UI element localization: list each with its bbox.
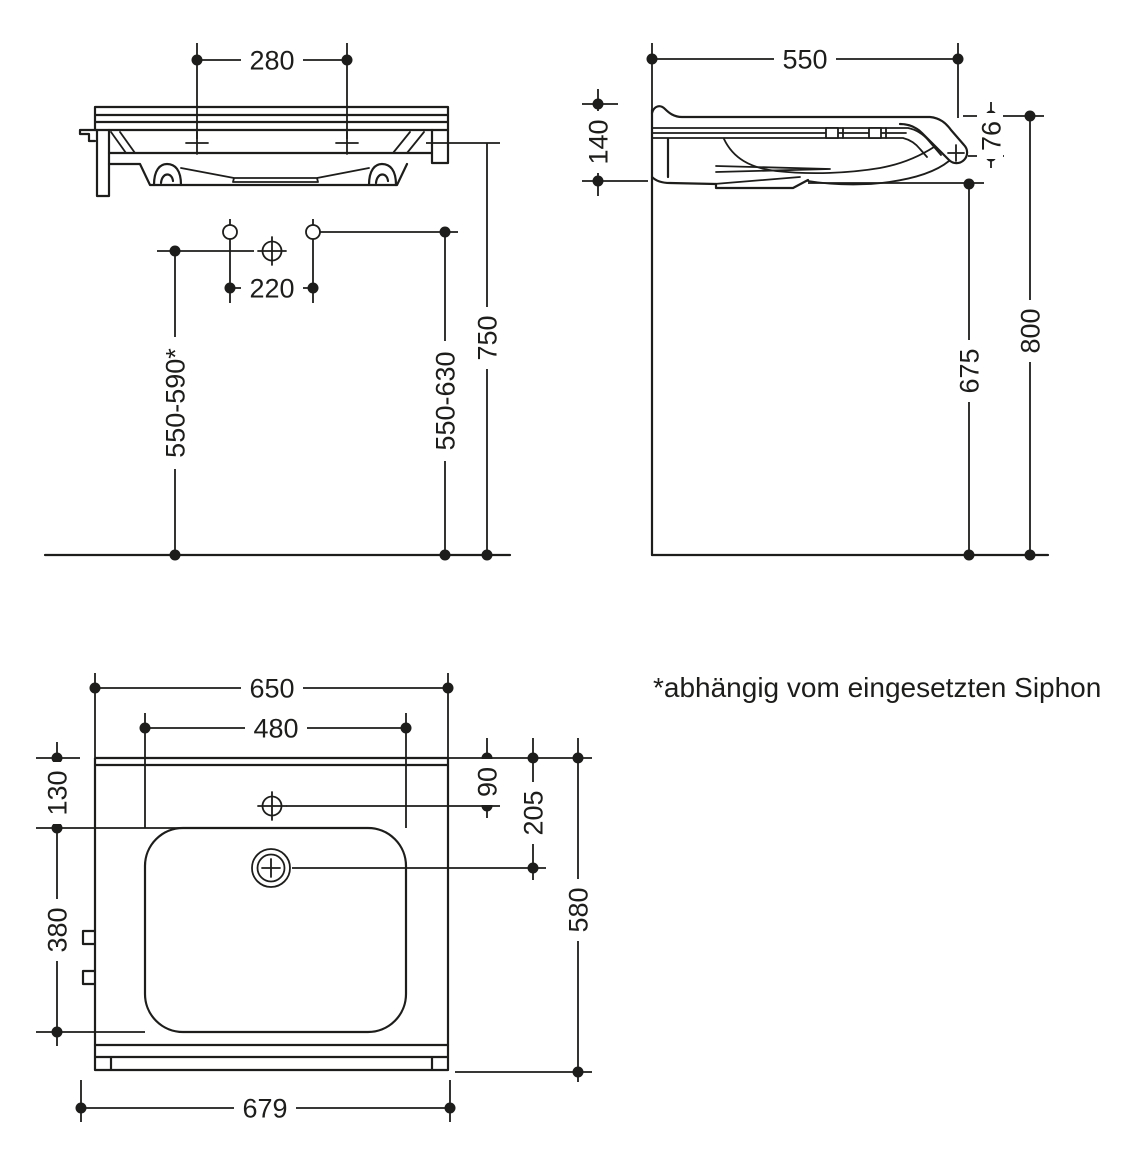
dim-label-280: 280 bbox=[249, 45, 294, 75]
plan-view-dimensions: 650 480 130 380 90 205 580 679 bbox=[36, 673, 593, 1123]
side-top-profile bbox=[650, 105, 969, 165]
dim-label-800: 800 bbox=[1015, 308, 1045, 353]
dim-label-220: 220 bbox=[249, 273, 294, 303]
front-left-arm bbox=[95, 128, 111, 198]
dim-label-550-590: 550-590* bbox=[160, 348, 190, 458]
front-underside-curves bbox=[180, 167, 370, 183]
plan-front-rail bbox=[93, 1043, 450, 1072]
dim-label-679: 679 bbox=[242, 1093, 287, 1123]
plan-view bbox=[81, 756, 450, 1072]
front-view bbox=[78, 105, 450, 198]
front-foot-left bbox=[152, 162, 183, 187]
side-rim-notch-2 bbox=[868, 127, 882, 139]
front-underside bbox=[107, 162, 409, 187]
front-right-arm bbox=[430, 128, 450, 165]
side-rim-notch-1 bbox=[825, 127, 839, 139]
dim-label-550: 550 bbox=[782, 44, 827, 74]
dim-label-205: 205 bbox=[518, 790, 548, 835]
side-wall-bracket bbox=[650, 137, 718, 186]
side-bowl-curve bbox=[723, 138, 935, 175]
dim-label-675: 675 bbox=[954, 348, 984, 393]
dim-label-750: 750 bbox=[472, 315, 502, 360]
siphon-footnote: *abhängig vom eingesetzten Siphon bbox=[653, 672, 1101, 703]
dim-label-130: 130 bbox=[42, 770, 72, 815]
side-grip-cross bbox=[947, 144, 965, 162]
dim-label-480: 480 bbox=[253, 713, 298, 743]
dim-label-140: 140 bbox=[583, 119, 613, 164]
front-hatch-left bbox=[110, 131, 136, 154]
plan-drain-inner bbox=[256, 853, 286, 883]
dim-label-90: 90 bbox=[472, 767, 502, 797]
side-foot bbox=[714, 178, 810, 190]
side-view-dimensions: 550 140 76 800 675 bbox=[582, 43, 1050, 561]
side-rim-lines bbox=[651, 127, 942, 158]
front-view-dimensions: 280 220 750 550-630 550-590* bbox=[43, 43, 512, 561]
front-top-slab bbox=[93, 105, 450, 132]
dim-label-550-630: 550-630 bbox=[430, 351, 460, 450]
front-foot-right bbox=[367, 162, 398, 187]
dim-label-580: 580 bbox=[563, 887, 593, 932]
dim-label-76: 76 bbox=[976, 121, 1006, 151]
plan-bowl bbox=[143, 826, 408, 1034]
dim-label-380: 380 bbox=[42, 907, 72, 952]
side-drain-lines bbox=[713, 165, 831, 185]
front-wall-hook bbox=[78, 128, 97, 143]
side-view bbox=[650, 105, 969, 557]
front-hatch-right bbox=[392, 131, 425, 154]
dim-label-650: 650 bbox=[249, 673, 294, 703]
plan-wall-tabs bbox=[81, 929, 97, 986]
